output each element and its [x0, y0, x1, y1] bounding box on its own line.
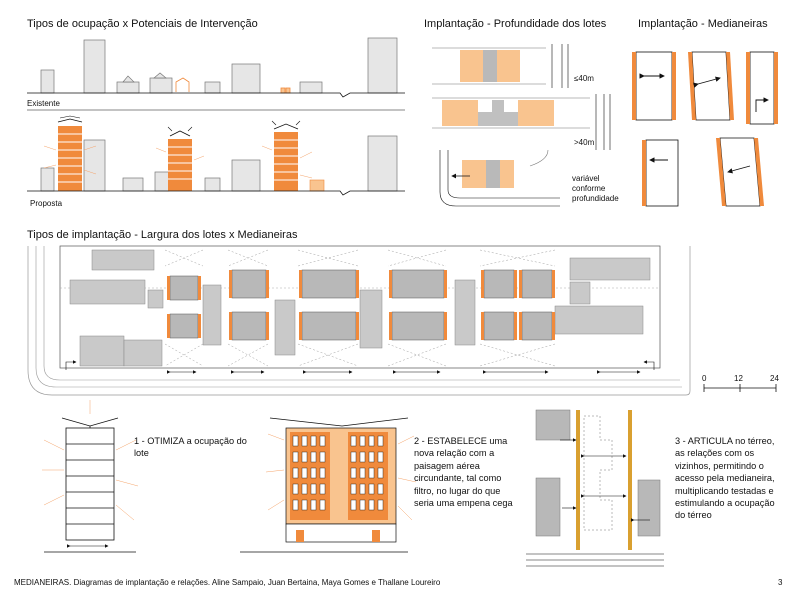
label-depth-variable: variável — [572, 174, 600, 183]
title-occupation-types: Tipos de ocupação x Potenciais de Interv… — [27, 18, 258, 30]
proposed-tower-2 — [167, 126, 193, 191]
title-lot-depth: Implantação - Profundidade dos lotes — [424, 18, 607, 30]
ground-line-proposed — [27, 190, 405, 196]
label-depth-gt40: >40m — [574, 138, 595, 147]
concept-2-diagram — [240, 417, 417, 553]
party-wall-1 — [632, 51, 676, 121]
concept-articulate: 3 - ARTICULA no térreo, as relações com … — [675, 436, 775, 521]
title-party-walls: Implantação - Medianeiras — [638, 18, 768, 30]
concept-3-diagram — [526, 409, 664, 567]
label-depth-according: conforme — [572, 184, 606, 193]
scale-12: 12 — [734, 374, 743, 383]
party-wall-2 — [688, 51, 734, 121]
scale-24: 24 — [770, 374, 779, 383]
label-existing: Existente — [27, 99, 60, 108]
label-depth-le40: ≤40m — [574, 74, 594, 83]
scale-0: 0 — [702, 374, 707, 383]
footer-caption: MEDIANEIRAS. Diagramas de implantação e … — [14, 578, 441, 587]
label-depth-depth: profundidade — [572, 194, 619, 203]
existing-small-orange — [175, 77, 291, 94]
scale-bar — [703, 384, 777, 392]
concept-establish: 2 - ESTABELECE uma nova relação com a pa… — [414, 436, 513, 509]
skyline-existing — [40, 37, 398, 94]
block-plan — [27, 245, 691, 396]
proposed-tower-1 — [57, 115, 83, 191]
party-wall-4 — [642, 139, 679, 207]
skyline-proposed — [40, 135, 398, 192]
title-lot-width: Tipos de implantação - Largura dos lotes… — [27, 229, 298, 241]
concept-optimize: 1 - OTIMIZA a ocupação do lote — [134, 436, 247, 459]
party-wall-3 — [746, 51, 778, 125]
proposed-tower-3 — [271, 120, 325, 192]
ground-line-existing — [27, 92, 405, 98]
concept-1-diagram — [42, 400, 139, 553]
depth-diagram-2 — [432, 94, 611, 150]
depth-diagram-1 — [432, 44, 569, 88]
depth-diagram-3 — [439, 149, 560, 207]
plan-blocks-proposed — [167, 269, 555, 341]
page-number: 3 — [778, 578, 783, 587]
party-wall-5 — [716, 137, 764, 207]
label-proposed: Proposta — [30, 199, 63, 208]
sun-rays — [43, 145, 313, 179]
